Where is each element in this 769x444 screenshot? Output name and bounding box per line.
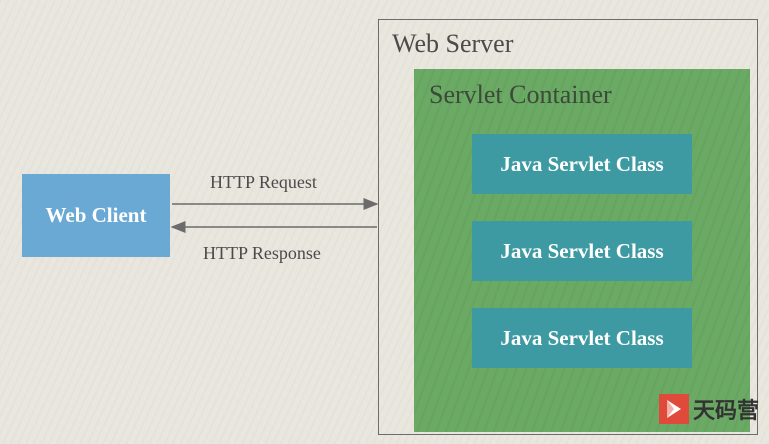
watermark-text: 天码营 [693, 399, 760, 424]
servlet-class-label: Java Servlet Class [500, 151, 664, 176]
servlet-container-title: Servlet Container [429, 80, 612, 109]
web-client-label: Web Client [45, 203, 147, 227]
servlet-class-box: Java Servlet Class [472, 134, 692, 194]
servlet-class-label: Java Servlet Class [500, 238, 664, 263]
servlet-class-label: Java Servlet Class [500, 325, 664, 350]
web-client-box: Web Client [22, 174, 170, 257]
watermark-logo-icon [659, 394, 689, 424]
http-request-label: HTTP Request [210, 172, 317, 192]
watermark: 天码营 [659, 393, 759, 425]
web-server-box [378, 19, 758, 435]
servlet-class-box: Java Servlet Class [472, 221, 692, 281]
http-response-label: HTTP Response [203, 243, 321, 263]
servlet-class-box: Java Servlet Class [472, 308, 692, 368]
web-server-title: Web Server [392, 29, 514, 58]
